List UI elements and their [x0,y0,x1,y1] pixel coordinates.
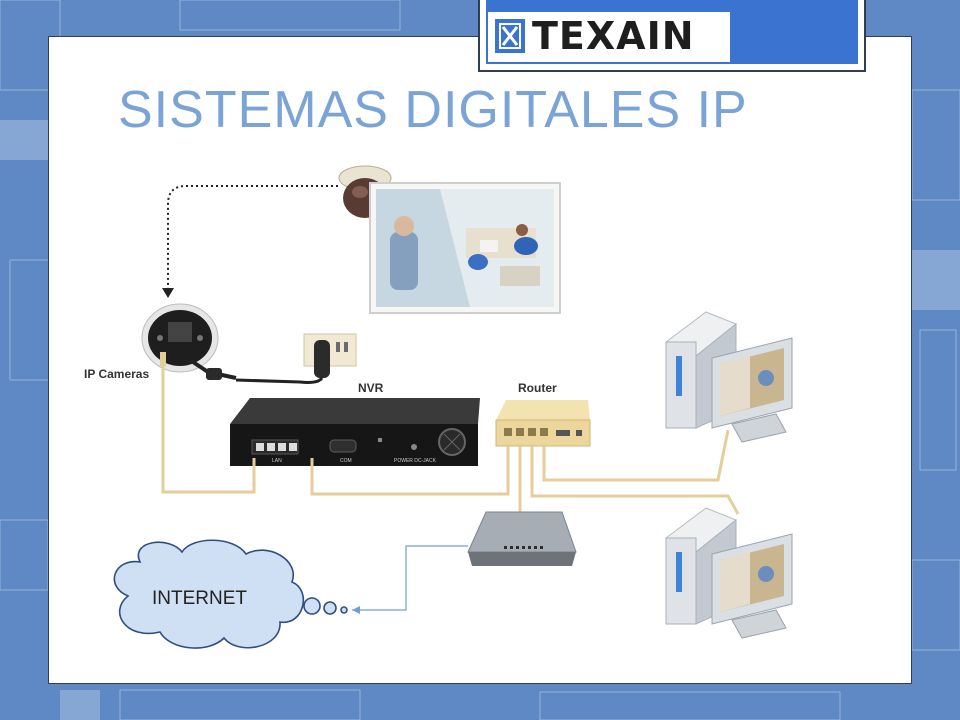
internet-cloud-icon [113,539,348,649]
internet-arrow-icon [352,606,360,614]
internet-label: INTERNET [152,588,247,609]
power-outlet-icon [235,333,357,384]
slide-title: SISTEMAS DIGITALES IP [118,81,748,139]
ip-camera-icon [141,303,237,380]
logo-plate [488,12,730,62]
nvr-label: NVR [358,381,384,395]
boxed-x-icon [495,19,525,53]
router-device-icon [495,400,591,447]
modem-device-icon [467,511,577,566]
office-scene-image [369,182,561,314]
computer-workstation-icon [665,507,793,639]
router-label: Router [518,381,557,395]
signal-arrow [162,185,338,298]
computer-workstation-icon [665,311,793,443]
nvr-lan-port-label: LAN [272,458,282,464]
nvr-com-port-label: COM [340,458,352,464]
ip-cameras-label: IP Cameras [84,367,149,381]
network-cables [161,366,740,515]
nvr-device-icon [230,398,480,466]
nvr-power-port-label: POWER DC-JACK [394,458,437,464]
internet-connection-line [352,545,468,611]
logo-wordmark: TEXAIN [532,14,695,58]
